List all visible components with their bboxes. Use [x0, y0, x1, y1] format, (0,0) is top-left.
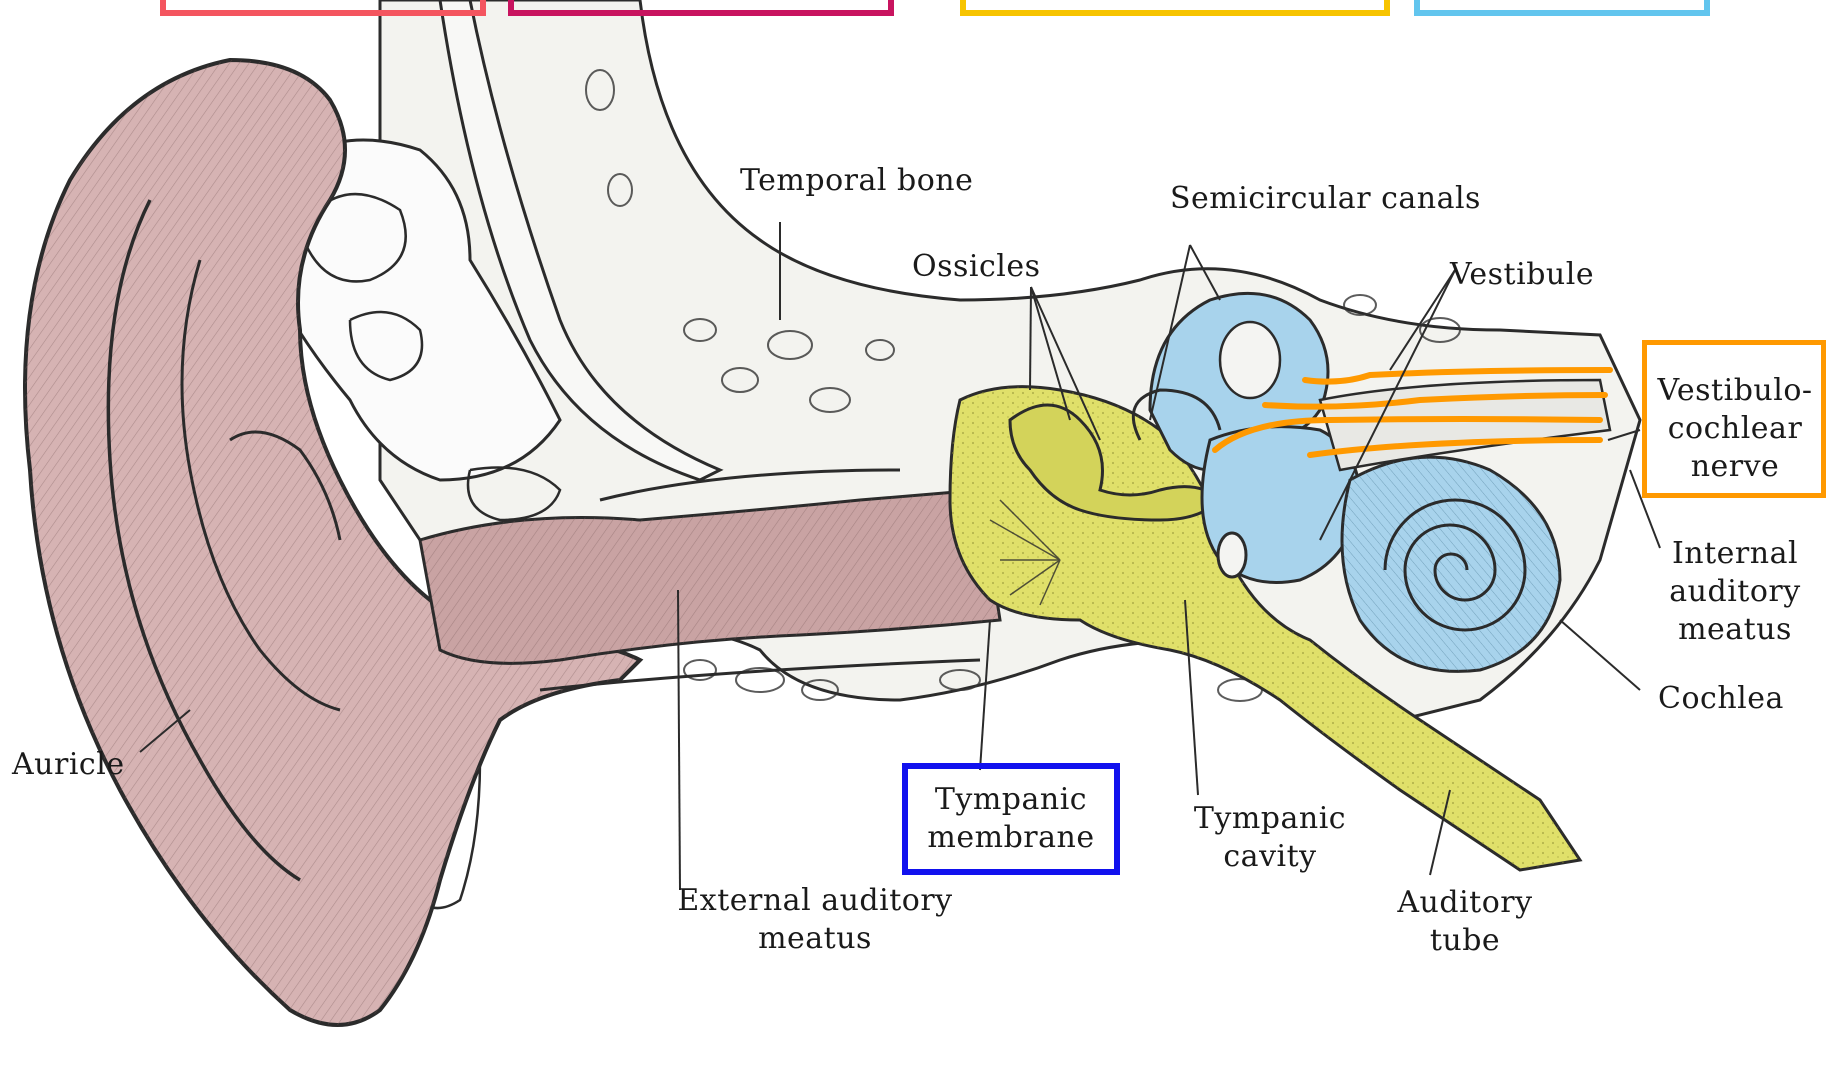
label-tympanic-membrane: Tympanic membrane [908, 781, 1114, 857]
label-external-auditory-line-2: meatus [640, 920, 990, 958]
label-auricle: Auricle [12, 746, 125, 784]
label-tympanic-cavity-line-1: Tympanic [1170, 800, 1370, 838]
label-ossicles: Ossicles [912, 248, 1041, 286]
label-vestibule: Vestibule [1450, 256, 1594, 294]
label-vestibulocochlear-line-1: Vestibulo- [1650, 372, 1820, 410]
annotation-box-red [160, 0, 486, 16]
annotation-box-lightblue [1414, 0, 1710, 16]
label-internal-auditory-line-3: meatus [1660, 611, 1810, 649]
label-temporal-bone: Temporal bone [740, 162, 973, 200]
label-internal-auditory-meatus: Internal auditory meatus [1660, 535, 1810, 649]
label-auditory-tube: Auditory tube [1380, 884, 1550, 960]
label-tympanic-cavity: Tympanic cavity [1170, 800, 1370, 876]
label-tympanic-membrane-line-2: membrane [908, 819, 1114, 857]
label-auditory-tube-line-1: Auditory [1380, 884, 1550, 922]
annotation-box-magenta [508, 0, 894, 16]
label-tympanic-cavity-line-2: cavity [1170, 838, 1370, 876]
label-external-auditory-line-1: External auditory [640, 882, 990, 920]
label-internal-auditory-line-1: Internal [1660, 535, 1810, 573]
label-tympanic-membrane-line-1: Tympanic [908, 781, 1114, 819]
label-vestibulocochlear-line-3: nerve [1650, 448, 1820, 486]
label-vestibulocochlear-line-2: cochlear [1650, 410, 1820, 448]
annotation-box-yellow [960, 0, 1390, 16]
label-external-auditory-meatus: External auditory meatus [640, 882, 990, 958]
label-vestibulocochlear-nerve: Vestibulo- cochlear nerve [1650, 372, 1820, 486]
label-internal-auditory-line-2: auditory [1660, 573, 1810, 611]
label-semicircular-canals: Semicircular canals [1170, 180, 1481, 218]
label-auditory-tube-line-2: tube [1380, 922, 1550, 960]
label-cochlea: Cochlea [1658, 680, 1784, 718]
